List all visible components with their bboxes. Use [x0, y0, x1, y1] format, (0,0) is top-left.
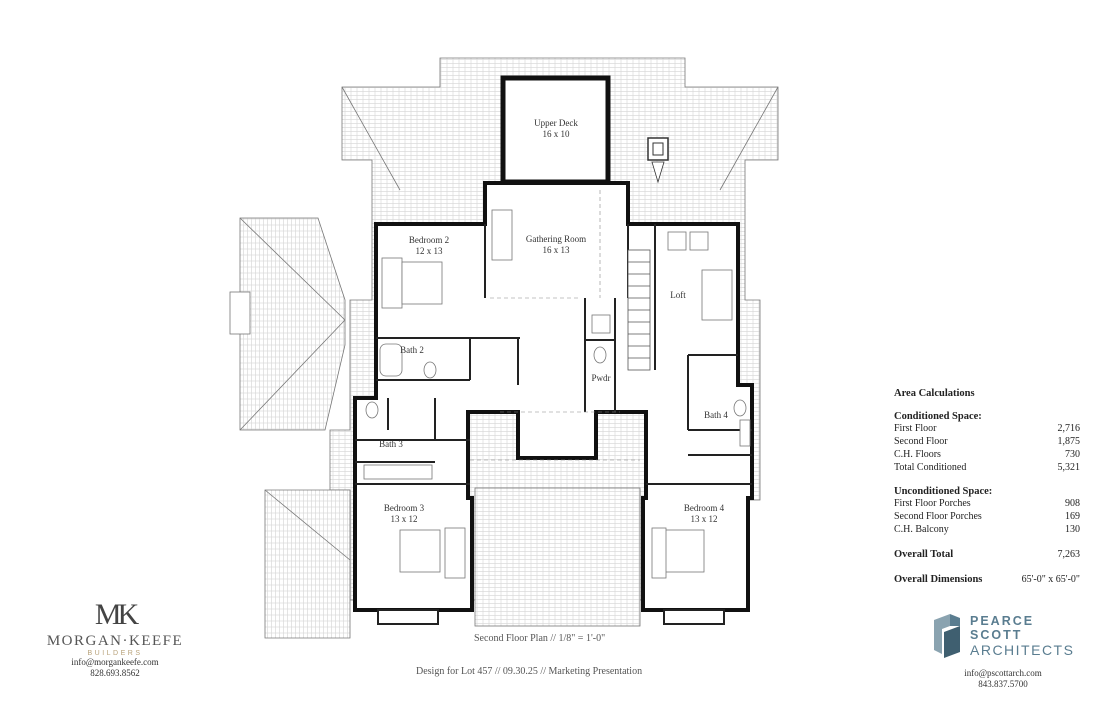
porches: [377, 609, 725, 625]
area-label: First Floor: [894, 423, 937, 434]
unconditioned-heading: Unconditioned Space:: [894, 486, 993, 497]
area-label: C.H. Balcony: [894, 524, 949, 535]
architect-mark-icon: [934, 614, 960, 658]
overall-total: Overall Total 7,263: [894, 548, 1080, 561]
room-gathering-room: Gathering Room 16 x 13: [526, 234, 586, 256]
area-row: C.H. Balcony 130: [894, 523, 1080, 536]
room-name: Bedroom 2: [408, 235, 450, 245]
room-bedroom-4: Bedroom 4 13 x 12: [684, 503, 724, 525]
room-bedroom-2: Bedroom 2 12 x 13: [409, 235, 449, 257]
room-bath-2: Bath 2: [400, 345, 424, 356]
room-dims: 13 x 12: [390, 514, 418, 524]
stair: [627, 249, 651, 371]
area-value: 730: [1065, 449, 1080, 460]
architect-phone: 843.837.5700: [978, 679, 1028, 689]
room-bedroom-3: Bedroom 3 13 x 12: [384, 503, 424, 525]
builder-email: info@morgankeefe.com: [71, 657, 159, 667]
furniture: [363, 209, 751, 579]
chimney: [647, 137, 669, 184]
architect-email: info@pscottarch.com: [964, 668, 1042, 678]
plan-title: Second Floor Plan // 1/8" = 1'-0": [474, 633, 606, 644]
room-dims: 12 x 13: [415, 246, 443, 256]
builder-name: MORGAN·KEEFE: [46, 633, 184, 649]
room-name: Bedroom 4: [683, 503, 725, 513]
area-label: Total Conditioned: [894, 462, 967, 473]
area-row: Second Floor Porches 169: [894, 510, 1080, 523]
area-value: 7,263: [1057, 549, 1081, 560]
area-calculations: Area Calculations Conditioned Space: Fir…: [894, 388, 1080, 586]
area-label: Overall Total: [894, 549, 954, 560]
room-dims: 16 x 10: [542, 129, 570, 139]
room-name: Upper Deck: [534, 118, 578, 128]
room-dims: 16 x 13: [542, 245, 570, 255]
interior-walls: [355, 224, 752, 485]
area-label: C.H. Floors: [894, 449, 941, 460]
area-value: 130: [1065, 524, 1080, 535]
room-pwdr: Pwdr: [591, 373, 610, 384]
room-loft: Loft: [670, 290, 686, 301]
overall-dimensions: Overall Dimensions 65'-0" x 65'-0": [894, 573, 1080, 586]
builder-logo: MK MORGAN·KEEFE BUILDERS info@morgankeef…: [40, 600, 190, 679]
area-value: 2,716: [1057, 423, 1081, 434]
architect-line3: ARCHITECTS: [970, 642, 1075, 658]
area-label: Overall Dimensions: [894, 574, 983, 585]
room-bath-3: Bath 3: [379, 439, 403, 450]
room-name: Bath 3: [379, 439, 403, 449]
room-dims: 13 x 12: [690, 514, 718, 524]
plan-subtitle: Design for Lot 457 // 09.30.25 // Market…: [416, 666, 643, 677]
room-name: Pwdr: [591, 373, 611, 383]
builder-monogram: MK: [94, 598, 139, 631]
room-name: Bath 2: [400, 345, 424, 355]
architect-line2: SCOTT: [970, 628, 1023, 642]
conditioned-heading: Conditioned Space:: [894, 411, 982, 422]
room-name: Gathering Room: [525, 234, 587, 244]
room-bath-4: Bath 4: [704, 410, 728, 421]
area-value: 5,321: [1057, 462, 1081, 473]
area-row: Second Floor 1,875: [894, 435, 1080, 448]
room-upper-deck: Upper Deck 16 x 10: [534, 118, 578, 140]
area-row: First Floor 2,716: [894, 422, 1080, 435]
area-label: First Floor Porches: [894, 498, 971, 509]
area-value: 169: [1065, 511, 1080, 522]
room-name: Bath 4: [704, 410, 728, 420]
area-row: First Floor Porches 908: [894, 497, 1080, 510]
walls: [353, 181, 754, 612]
room-name: Loft: [670, 290, 686, 300]
area-label: Second Floor: [894, 436, 948, 447]
area-label: Second Floor Porches: [894, 511, 982, 522]
area-value: 1,875: [1057, 436, 1081, 447]
area-row: Total Conditioned 5,321: [894, 461, 1080, 474]
builder-sub: BUILDERS: [87, 650, 143, 657]
architect-line1: PEARCE: [970, 614, 1035, 628]
area-row: C.H. Floors 730: [894, 448, 1080, 461]
builder-phone: 828.693.8562: [90, 668, 140, 678]
area-title: Area Calculations: [894, 388, 975, 399]
area-value: 908: [1065, 498, 1080, 509]
room-name: Bedroom 3: [383, 503, 425, 513]
area-value: 65'-0" x 65'-0": [1021, 574, 1080, 585]
